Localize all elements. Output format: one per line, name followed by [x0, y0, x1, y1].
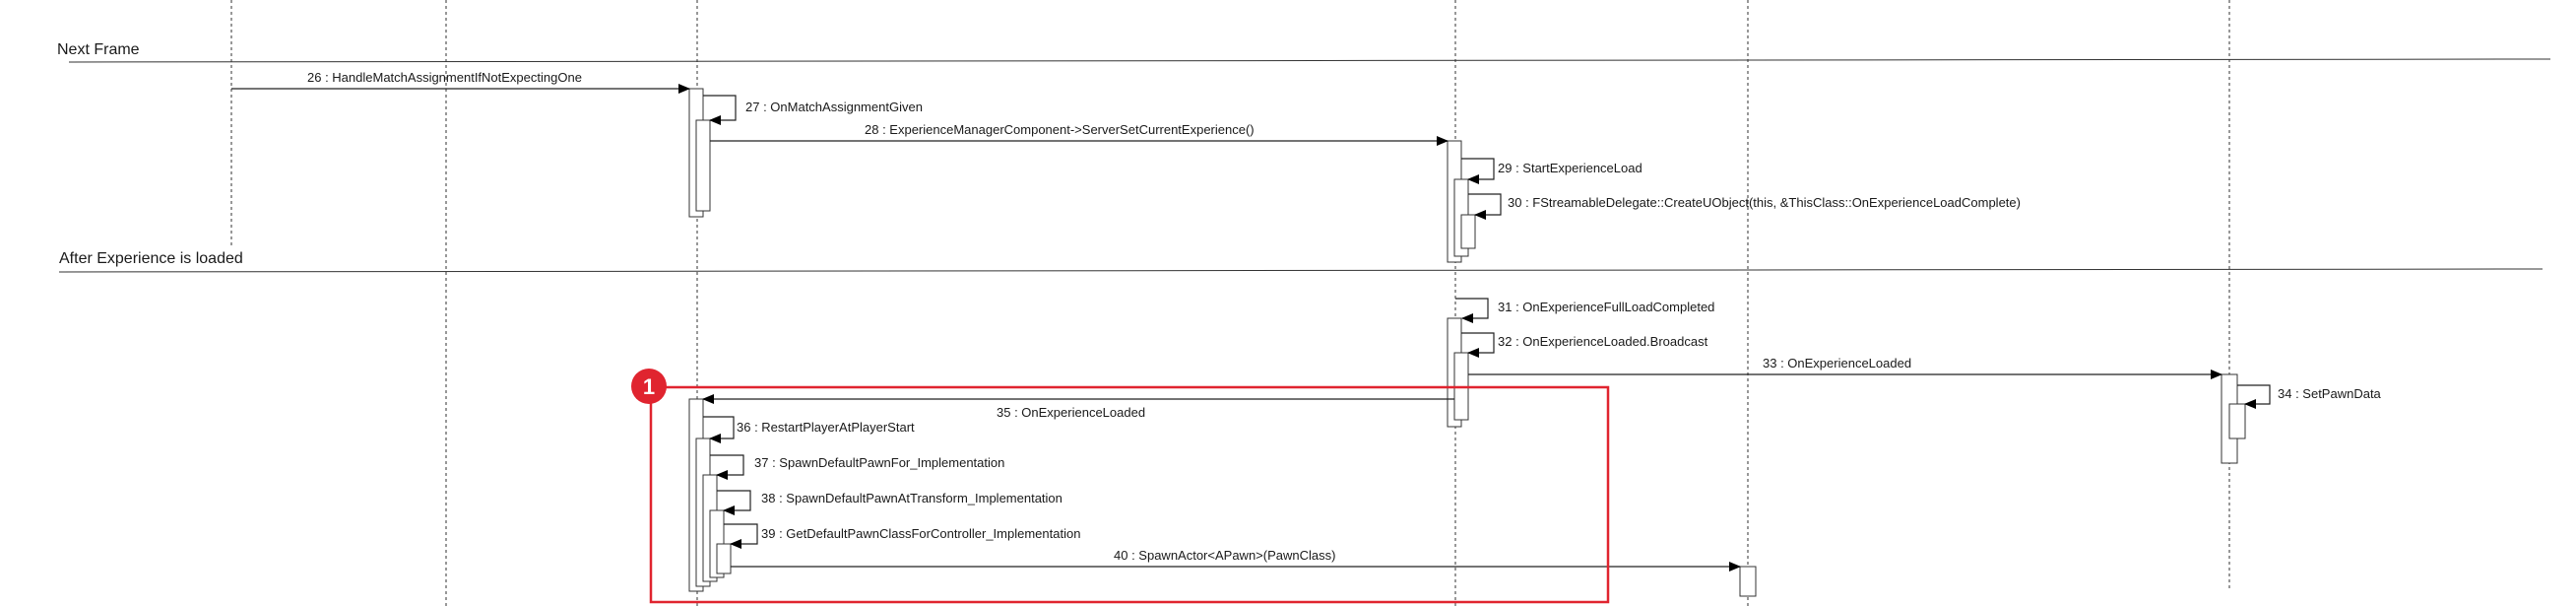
message-38-arrow [717, 490, 751, 515]
message-31-arrow [1455, 298, 1489, 323]
message-30-label: 30 : FStreamableDelegate::CreateUObject(… [1508, 195, 2021, 210]
message-30-arrow [1468, 193, 1502, 220]
activation-bar [1460, 214, 1476, 249]
activation-bar [716, 543, 732, 574]
message-29-arrow [1461, 158, 1495, 184]
section-after-loaded-divider [58, 268, 2544, 273]
message-27-label: 27 : OnMatchAssignmentGiven [745, 100, 923, 114]
message-35-label: 35 : OnExperienceLoaded [997, 405, 1145, 420]
annotation-badge [631, 369, 667, 404]
annotation-highlight-box [649, 385, 1610, 604]
message-38-label: 38 : SpawnDefaultPawnAtTransform_Impleme… [761, 491, 1063, 505]
message-37-arrow [710, 454, 744, 480]
message-39-label: 39 : GetDefaultPawnClassForController_Im… [761, 526, 1080, 541]
message-28-label: 28 : ExperienceManagerComponent->ServerS… [865, 122, 1255, 137]
annotation-badge-number: 1 [643, 374, 655, 399]
activation-bar [695, 119, 711, 212]
section-next-frame-label: Next Frame [57, 41, 140, 58]
message-37-label: 37 : SpawnDefaultPawnFor_Implementation [754, 455, 1004, 470]
message-33-label: 33 : OnExperienceLoaded [1763, 356, 1911, 370]
message-32-label: 32 : OnExperienceLoaded.Broadcast [1498, 334, 1708, 349]
message-39-arrow [724, 523, 758, 549]
message-34-label: 34 : SetPawnData [2278, 386, 2382, 401]
activation-bar [2228, 403, 2246, 439]
message-40-label: 40 : SpawnActor<APawn>(PawnClass) [1114, 548, 1335, 563]
message-36-arrow [703, 416, 735, 443]
message-36-label: 36 : RestartPlayerAtPlayerStart [737, 420, 915, 435]
message-34-arrow [2237, 384, 2271, 409]
message-29-label: 29 : StartExperienceLoad [1498, 161, 1642, 175]
message-27-arrow [703, 95, 737, 125]
message-32-arrow [1461, 332, 1495, 358]
message-31-label: 31 : OnExperienceFullLoadCompleted [1498, 300, 1714, 314]
section-after-loaded-label: After Experience is loaded [59, 250, 243, 267]
activation-bar [1739, 566, 1757, 597]
section-next-frame-divider [68, 58, 2551, 63]
message-26-label: 26 : HandleMatchAssignmentIfNotExpecting… [307, 70, 582, 85]
